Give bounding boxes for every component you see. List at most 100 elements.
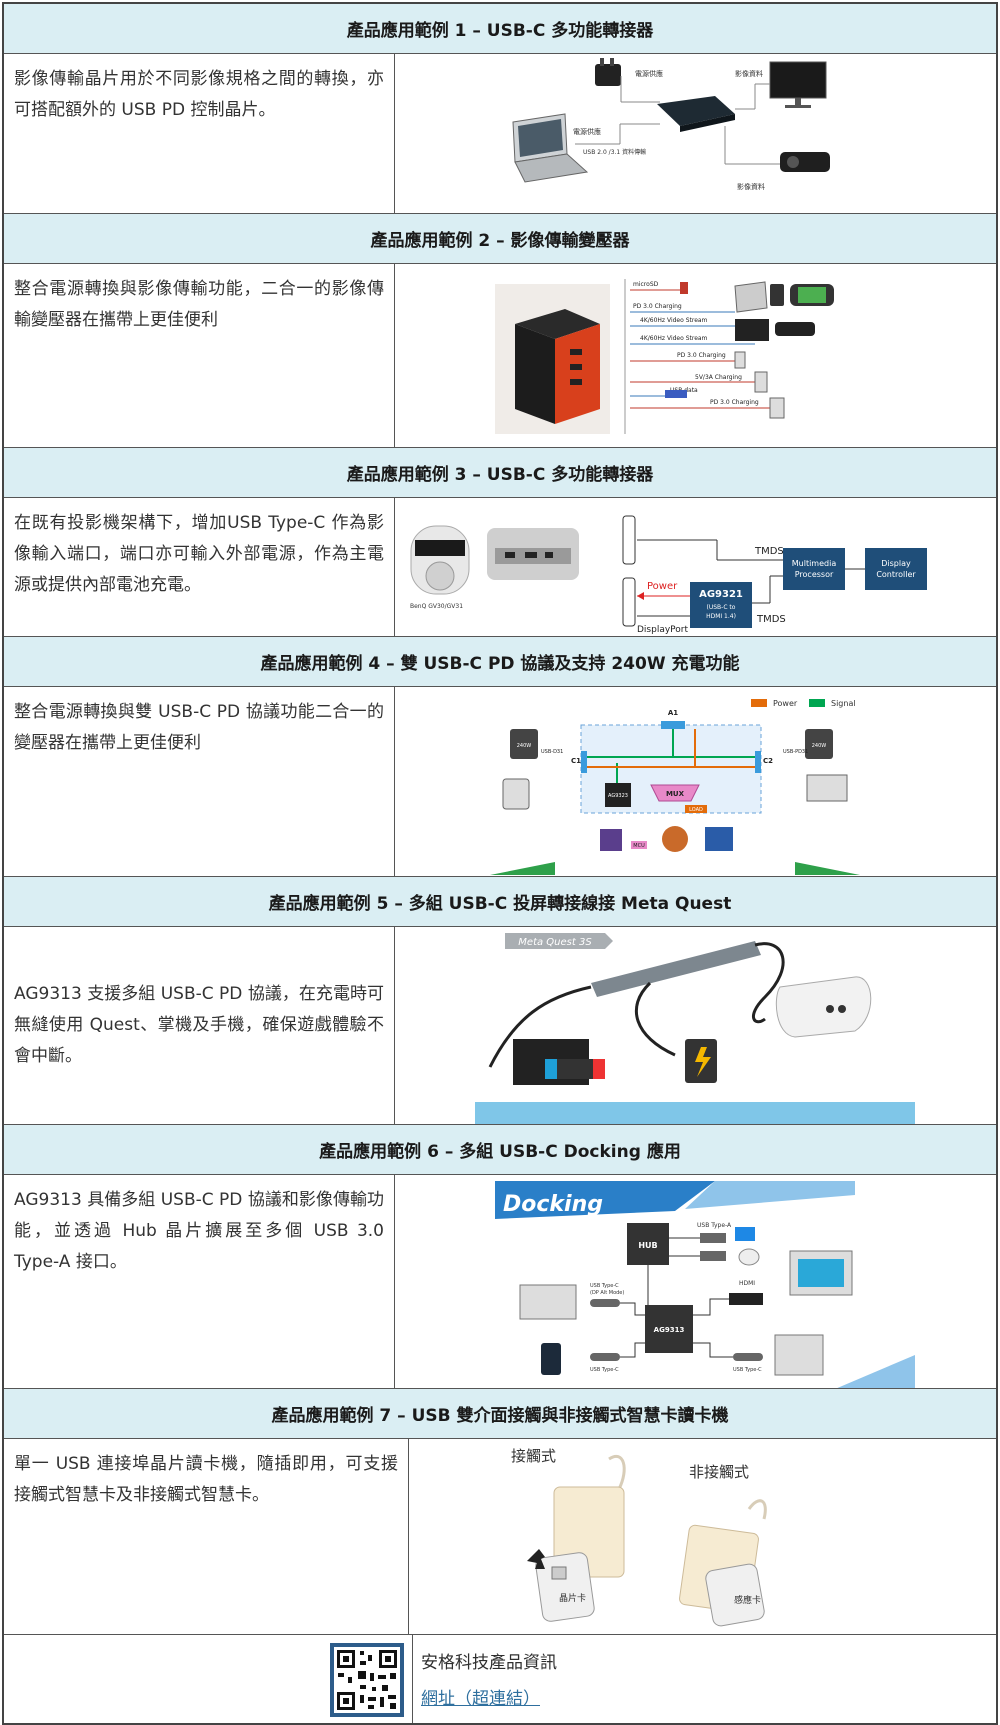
svg-text:USB-PD31: USB-PD31 <box>783 749 808 755</box>
port-a1 <box>661 721 685 729</box>
section-5-title: 產品應用範例 5 – 多組 USB-C 投屏轉接線接 Meta Quest <box>4 877 996 927</box>
charger-body <box>515 324 555 424</box>
legend-signal: Signal <box>831 699 856 708</box>
section-5-desc-cell: AG9313 支援多組 USB-C PD 協議，在充電時可無縫使用 Quest、… <box>4 927 395 1124</box>
svg-text:AG9321: AG9321 <box>699 589 743 600</box>
label-power: Power <box>647 581 678 592</box>
svg-text:AG9313: AG9313 <box>654 1326 685 1334</box>
label-pd-1: PD 3.0 Charging <box>633 303 682 310</box>
usb-a-port-2 <box>700 1251 726 1261</box>
info-text: 安格科技產品資訊 網址（超連結） <box>413 1635 996 1723</box>
label-usb-type-a: USB Type-A <box>697 1222 732 1229</box>
tablet-icon <box>774 1334 824 1376</box>
phone-icon <box>770 284 784 306</box>
section-7-illustration: 接觸式 非接觸式 晶片卡 感應卡 <box>409 1439 996 1634</box>
svg-text:240W: 240W <box>517 743 532 749</box>
section-2-illustration: microSD PD 3.0 Charging 4K/60Hz Video St… <box>395 264 996 447</box>
charger-right-icon <box>805 729 833 759</box>
svg-text:Controller: Controller <box>876 570 916 579</box>
section-1-row: 影像傳輸晶片用於不同影像規格之間的轉換，亦可搭配額外的 USB PD 控制晶片。… <box>4 54 996 214</box>
section-1-illustration: 電源供應 影像資料 電源供應 USB 2.0 /3.1 資料傳輸 <box>395 54 996 213</box>
ag9313-chip <box>645 1305 693 1353</box>
multimedia-processor <box>783 548 845 590</box>
svg-text:HDMI 1.4): HDMI 1.4) <box>706 613 736 620</box>
section-7-row: 單一 USB 連接埠晶片讀卡機，隨插即用，可支援接觸式智慧卡及非接觸式智慧卡。 … <box>4 1439 996 1635</box>
section-6-row: AG9313 具備多組 USB-C PD 協議和影像傳輸功能，並透過 Hub 晶… <box>4 1175 996 1389</box>
svg-text:A1: A1 <box>668 709 678 717</box>
hub-chip <box>627 1223 669 1265</box>
switch-icon <box>545 1059 605 1079</box>
svg-text:HUB: HUB <box>638 1241 657 1250</box>
website-link[interactable]: 網址（超連結） <box>421 1689 540 1709</box>
label-pd-2: PD 3.0 Charging <box>677 352 726 359</box>
section-3-row: 在既有投影機架構下，增加USB Type-C 作為影像輸入端口，端口亦可輸入外部… <box>4 498 996 637</box>
port-c2 <box>755 751 761 773</box>
hdmi-port <box>729 1293 763 1305</box>
svg-text:C1: C1 <box>571 757 581 765</box>
section-2-desc: 整合電源轉換與影像傳輸功能，二合一的影像傳輸變壓器在攜帶上更佳便利 <box>4 264 395 447</box>
fan-icon <box>600 829 622 851</box>
svg-text:Processor: Processor <box>795 570 834 579</box>
microsd-icon <box>680 282 688 294</box>
quest-badge <box>505 933 613 949</box>
svg-text:LOAD: LOAD <box>689 807 703 813</box>
charger-icon <box>595 64 621 86</box>
label-5v: 5V/3A Charging <box>695 374 742 381</box>
port-c1 <box>581 751 587 773</box>
qr-code-icon[interactable] <box>330 1643 404 1717</box>
section-7-title: 產品應用範例 7 – USB 雙介面接觸與非接觸式智慧卡讀卡機 <box>4 1389 996 1439</box>
section-6-illustration: Docking HUB USB Type-A AG9313 USB Type-C… <box>395 1175 996 1388</box>
svg-text:240W: 240W <box>812 743 827 749</box>
label-video-1: 4K/60Hz Video Stream <box>640 317 708 324</box>
typec-port-right <box>733 1353 763 1361</box>
section-4-desc: 整合電源轉換與雙 USB-C PD 協議功能二合一的變壓器在攜帶上更佳便利 <box>4 687 395 876</box>
ag9321-chip <box>690 582 752 628</box>
label-power-left: 電源供應 <box>573 127 601 136</box>
section-2-row: 整合電源轉換與影像傳輸功能，二合一的影像傳輸變壓器在攜帶上更佳便利 microS… <box>4 264 996 448</box>
svg-text:(USB-C to: (USB-C to <box>707 604 736 611</box>
section-1-desc: 影像傳輸晶片用於不同影像規格之間的轉換，亦可搭配額外的 USB PD 控制晶片。 <box>4 54 395 213</box>
label-hdmi: HDMI <box>739 1280 755 1287</box>
svg-text:(DP Alt Mode): (DP Alt Mode) <box>590 1290 624 1296</box>
svg-text:USB Type-C: USB Type-C <box>590 1367 619 1373</box>
tablet-icon <box>502 778 530 810</box>
laptop-icon <box>806 774 848 802</box>
motor-icon <box>662 826 688 852</box>
legend-power: Power <box>773 699 798 708</box>
charger-left-icon <box>510 729 538 759</box>
section-4-row: 整合電源轉換與雙 USB-C PD 協議功能二合一的變壓器在攜帶上更佳便利 Po… <box>4 687 996 877</box>
company-info-label: 安格科技產品資訊 <box>421 1653 557 1673</box>
section-3-illustration: BenQ GV30/GV31 TMDS Power DisplayPort AG… <box>395 498 996 636</box>
ag9323-chip <box>605 783 631 807</box>
section-7-desc: 單一 USB 連接埠晶片讀卡機，隨插即用，可支援接觸式智慧卡及非接觸式智慧卡。 <box>4 1439 409 1634</box>
svg-text:Display: Display <box>881 559 911 568</box>
quest-headset-icon <box>775 976 872 1038</box>
section-4-illustration: Power Signal A1 C1 C2 AG9323 MUX LOAD <box>395 687 996 876</box>
monitor-icon <box>769 61 827 99</box>
mouse-icon <box>738 1248 760 1266</box>
qr-cell <box>4 1635 413 1723</box>
section-2-title: 產品應用範例 2 – 影像傳輸變壓器 <box>4 214 996 264</box>
label-microsd: microSD <box>633 281 659 288</box>
arrow-icon <box>527 1549 545 1569</box>
label-typec-dp: USB Type-C <box>590 1283 619 1289</box>
section-1-title: 產品應用範例 1 – USB-C 多功能轉接器 <box>4 4 996 54</box>
usb-drive-icon <box>735 1227 755 1241</box>
svg-text:MCU: MCU <box>633 843 645 849</box>
label-video-top: 影像資料 <box>735 69 763 78</box>
label-video-2: 4K/60Hz Video Stream <box>640 335 708 342</box>
display-controller <box>865 548 927 590</box>
label-contact: 接觸式 <box>511 1447 556 1465</box>
laptop-icon <box>734 281 768 313</box>
label-tmds-2: TMDS <box>756 614 786 625</box>
svg-text:感應卡: 感應卡 <box>734 1594 761 1606</box>
hdmi-port <box>622 515 636 565</box>
label-tmds-1: TMDS <box>754 546 784 557</box>
svg-text:USB Type-C: USB Type-C <box>733 1367 762 1373</box>
label-contactless: 非接觸式 <box>689 1463 749 1481</box>
label-video-bottom: 影像資料 <box>737 182 765 191</box>
label-power-top: 電源供應 <box>635 69 663 78</box>
info-row: 安格科技產品資訊 網址（超連結） <box>4 1635 996 1723</box>
adapter-cable-hub <box>591 941 761 997</box>
